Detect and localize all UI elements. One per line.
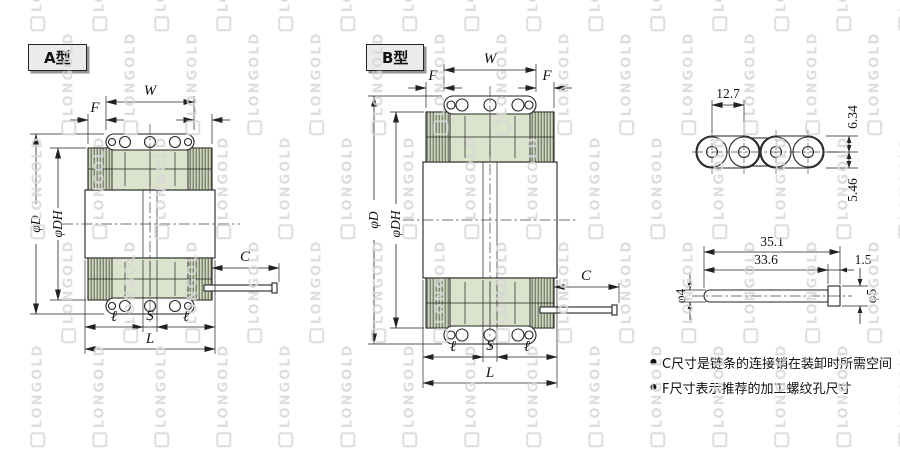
chain-lower-offset-value: 5.46	[845, 178, 860, 202]
dim-phidh-label-a: φDH	[50, 209, 65, 237]
chain-row-top	[105, 133, 195, 151]
type-a-centerlines	[62, 124, 240, 322]
dim-c-label-a: C	[240, 249, 251, 265]
pin-body-dia-value: φ4	[673, 288, 688, 303]
dim-phid-label-a: φD	[28, 215, 43, 232]
dim-f-label-a: F	[89, 100, 100, 116]
dim-l1-label-b: ℓ	[450, 339, 456, 355]
chain-upper-offset-value: 6.34	[845, 105, 860, 129]
dim-phid-label-b: φD	[366, 211, 381, 228]
dim-s-label-b: S	[486, 338, 494, 354]
dim-ltotal-label-a: L	[145, 331, 154, 347]
dim-l2-label-b: ℓ	[524, 339, 530, 355]
dim-l1-label-a: ℓ	[111, 309, 117, 325]
dim-c-label-b: C	[581, 268, 592, 284]
type-b-label: B型	[366, 44, 425, 71]
note-c-dimension: ● C尺寸是链条的连接销在装卸时所需空间	[650, 353, 898, 372]
note-f-dimension: ● F尺寸表示推荐的加工螺纹孔尺寸	[650, 378, 898, 397]
type-b-centerlines	[403, 86, 577, 352]
note-text: C尺寸是链条的连接销在装卸时所需空间	[661, 357, 893, 372]
connecting-pin	[203, 282, 278, 294]
type-a-label: A型	[28, 44, 87, 71]
note-text: F尺寸表示推荐的加工螺纹孔尺寸	[661, 382, 852, 397]
chain-pitch-value: 12.7	[716, 86, 740, 101]
chain-pitch-view: 12.7 6.34 5.46	[692, 86, 860, 202]
dim-s-label-a: S	[146, 308, 154, 324]
chain-row-top	[443, 95, 537, 115]
type-b-dimensions	[368, 64, 620, 388]
type-a-drawing: W F φD φDH C ℓ S ℓ L	[28, 83, 280, 354]
dim-f-right-label-b: F	[541, 68, 552, 84]
pin-body-length-value: 33.6	[754, 252, 778, 267]
dim-phidh-label-b: φDH	[388, 209, 403, 237]
type-b-drawing: W F F φD φDH C ℓ S ℓ L	[366, 51, 620, 388]
dim-ltotal-label-b: L	[485, 365, 494, 381]
type-a-dimensions	[30, 96, 280, 354]
pin-overall-length-value: 35.1	[760, 234, 784, 249]
dim-w-label-a: W	[144, 83, 158, 99]
bullet-icon: ●	[650, 382, 657, 391]
pin-dimensions	[684, 246, 868, 324]
dim-f-left-label-b: F	[427, 68, 438, 84]
connecting-pin-view: 35.1 33.6 1.5 φ4 φ5	[673, 234, 879, 324]
dim-l2-label-a: ℓ	[183, 309, 189, 325]
dim-w-label-b: W	[484, 51, 498, 67]
bullet-icon: ●	[650, 357, 657, 366]
chain-dimensions	[711, 100, 858, 169]
type-a-body	[84, 133, 278, 315]
pin-head-length-value: 1.5	[855, 252, 872, 267]
notes-list: ● C尺寸是链条的连接销在装卸时所需空间 ● F尺寸表示推荐的加工螺纹孔尺寸	[650, 353, 898, 403]
pin-head-dia-value: φ5	[864, 288, 879, 303]
connecting-pin	[539, 304, 618, 316]
